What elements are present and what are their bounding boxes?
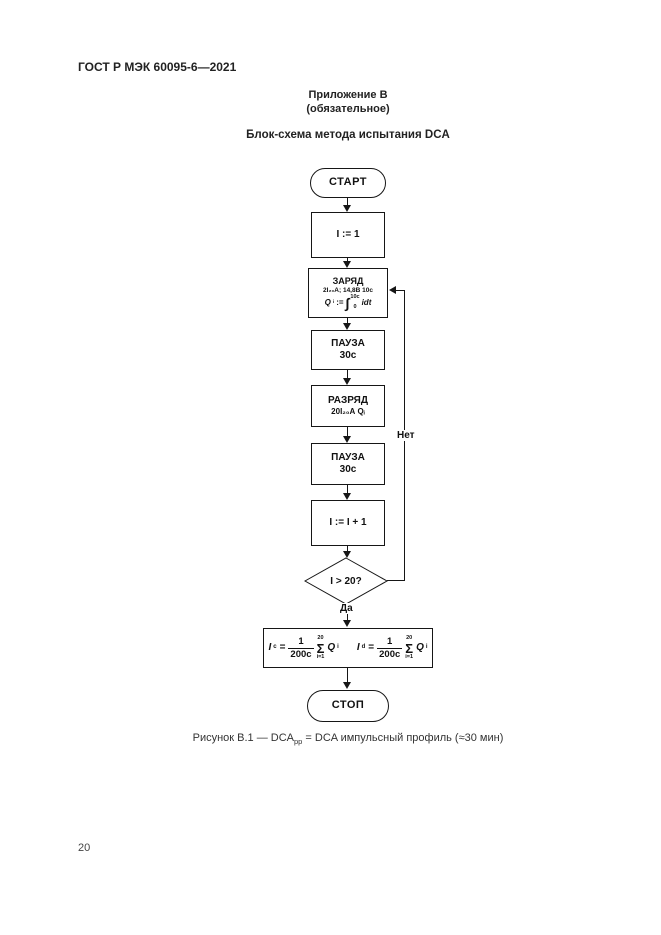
- pause2-title: ПАУЗА: [331, 451, 365, 463]
- flowchart-discharge-box: РАЗРЯД 20I₂₀А Qᵢ: [311, 385, 385, 427]
- sigma-sign: Σ: [405, 640, 414, 656]
- connector-line: [347, 318, 348, 324]
- ic-term-sub: i: [337, 644, 339, 651]
- id-sum: 20 Σ i=1: [405, 635, 414, 660]
- integral-upper-limit: 10с: [350, 294, 360, 301]
- arrow-down-icon: [343, 205, 351, 212]
- caption-suffix: = DCA импульсный профиль (≈30 мин): [302, 732, 504, 744]
- ic-sum-upper: 20: [317, 635, 324, 641]
- pause1-duration: 30с: [339, 350, 357, 361]
- assign-operator: :=: [336, 297, 344, 307]
- connector-line: [347, 370, 348, 379]
- sigma-sign: Σ: [316, 640, 325, 656]
- ic-sum: 20 Σ i=1: [316, 635, 325, 660]
- arrow-left-icon: [389, 286, 396, 294]
- id-sub: d: [361, 644, 366, 651]
- id-fraction: 1 200с: [377, 636, 403, 660]
- caption-subscript: pp: [294, 737, 303, 747]
- charge-params: 2I₂₀А; 14,8В 10с: [323, 287, 373, 295]
- flowchart-pause1-box: ПАУЗА 30с: [311, 330, 385, 370]
- arrow-down-icon: [343, 682, 351, 689]
- ic-sum-lower: i=1: [316, 653, 325, 660]
- charge-formula-q: Q: [324, 297, 331, 307]
- arrow-down-icon: [343, 261, 351, 268]
- id-term-sub: i: [425, 644, 428, 651]
- ic-eq: =: [279, 641, 286, 653]
- charge-title: ЗАРЯД: [332, 275, 364, 286]
- pause1-title: ПАУЗА: [331, 337, 365, 349]
- pause2-duration: 30с: [339, 464, 357, 475]
- ic-term: Q: [327, 641, 336, 653]
- flowchart-init-box: I := 1: [311, 212, 385, 258]
- discharge-params: 20I₂₀А Qᵢ: [331, 407, 365, 417]
- figure-caption: Рисунок В.1 — DCApp = DCA импульсный про…: [35, 732, 661, 746]
- arrow-down-icon: [343, 620, 351, 627]
- feedback-line: [396, 290, 405, 291]
- connector-line: [347, 485, 348, 494]
- ic-numerator: 1: [298, 636, 304, 648]
- annex-label: Приложение В: [308, 89, 388, 101]
- connector-line: [347, 546, 348, 552]
- charge-formula-q-sub: i: [332, 299, 335, 305]
- flowchart-start-node: СТАРТ: [310, 168, 386, 198]
- increment-label: I := I + 1: [329, 516, 367, 528]
- no-branch-label: Нет: [395, 430, 417, 441]
- flowchart-pause2-box: ПАУЗА 30с: [311, 443, 385, 485]
- caption-prefix: Рисунок В.1 — DCA: [192, 732, 295, 744]
- flowchart-increment-box: I := I + 1: [311, 500, 385, 546]
- flowchart-stop-node: СТОП: [307, 690, 389, 722]
- id-base: I: [356, 641, 360, 653]
- integral-lower-limit: 0: [353, 303, 357, 310]
- arrow-down-icon: [343, 436, 351, 443]
- arrow-down-icon: [343, 323, 351, 330]
- connector-line: [347, 258, 348, 262]
- ic-denominator: 200с: [288, 647, 314, 660]
- page-number: 20: [78, 842, 91, 854]
- ic-base: I: [268, 641, 272, 653]
- connector-line: [347, 427, 348, 437]
- discharge-title: РАЗРЯД: [327, 394, 368, 406]
- annex-note: (обязательное): [306, 103, 390, 115]
- figure-title: Блок-схема метода испытания DCA: [246, 129, 450, 141]
- start-label: СТАРТ: [328, 176, 368, 189]
- ic-fraction: 1 200с: [288, 636, 314, 660]
- arrow-down-icon: [343, 493, 351, 500]
- connector-line: [347, 198, 348, 206]
- integral-limits: 10с 0: [350, 295, 359, 310]
- feedback-line: [387, 580, 405, 581]
- stop-label: СТОП: [331, 699, 365, 712]
- integrand: idt: [361, 297, 372, 307]
- decision-condition: I > 20?: [330, 575, 362, 587]
- arrow-down-icon: [343, 551, 351, 558]
- id-numerator: 1: [387, 636, 393, 648]
- id-sum-upper: 20: [406, 635, 413, 641]
- arrow-down-icon: [343, 378, 351, 385]
- init-label: I := 1: [336, 228, 360, 240]
- id-eq: =: [368, 641, 375, 653]
- doc-number: ГОСТ Р МЭК 60095-6—2021: [78, 60, 237, 74]
- integral-sign: ∫: [345, 294, 350, 311]
- id-denominator: 200с: [377, 647, 403, 660]
- ic-sub: c: [273, 644, 277, 651]
- id-term: Q: [416, 641, 424, 653]
- connector-line: [347, 668, 348, 683]
- id-sum-lower: i=1: [405, 653, 414, 660]
- yes-branch-label: Да: [338, 603, 355, 614]
